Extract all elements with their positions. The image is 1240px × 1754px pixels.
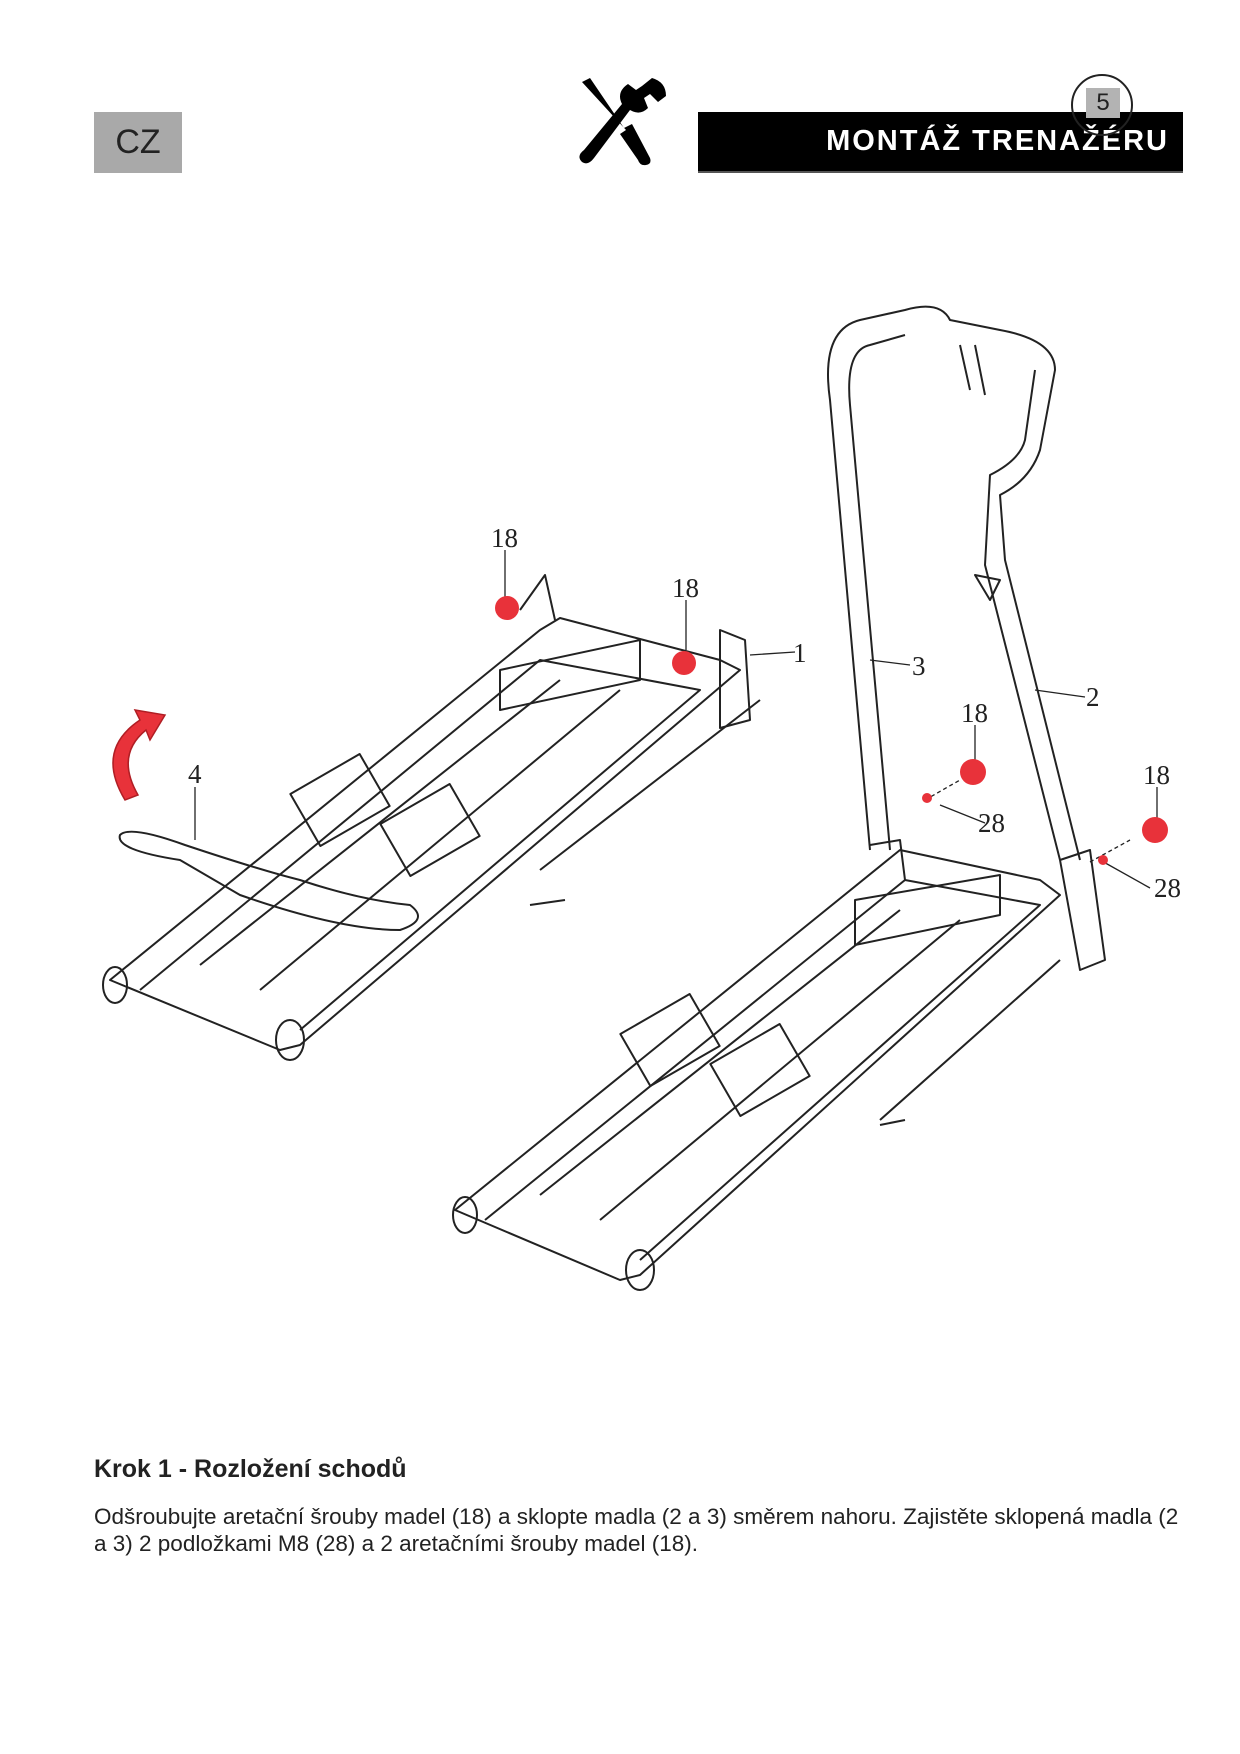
fold-up-arrow-icon (112, 709, 167, 801)
label-18: 18 (961, 698, 988, 728)
label-3: 3 (912, 651, 926, 681)
language-code: CZ (115, 123, 161, 161)
label-18: 18 (672, 573, 699, 603)
tools-icon (579, 78, 666, 166)
page-number-badge: 5 (1071, 74, 1133, 136)
screw-18-c (960, 759, 986, 785)
step-heading: Krok 1 - Rozložení schodů (94, 1455, 407, 1483)
label-1: 1 (793, 638, 807, 668)
washer-28-b (1098, 855, 1108, 865)
label-28: 28 (978, 808, 1005, 838)
page-number: 5 (1086, 88, 1120, 118)
screw-18-d (1142, 817, 1168, 843)
step-instructions: Odšroubujte aretační šrouby madel (18) a… (94, 1504, 1179, 1556)
folded-stepper-frame (102, 574, 761, 1061)
screw-18-a (495, 596, 519, 620)
washer-28-a (922, 793, 932, 803)
label-2: 2 (1086, 682, 1100, 712)
screw-18-b (672, 651, 696, 675)
label-28: 28 (1154, 873, 1181, 903)
label-18: 18 (1143, 760, 1170, 790)
label-18: 18 (491, 523, 518, 553)
label-4: 4 (188, 759, 202, 789)
unfolded-stepper-frame (452, 305, 1106, 1291)
assembly-illustration: 18 18 1 4 3 2 18 28 18 28 (102, 305, 1181, 1291)
language-badge: CZ (94, 112, 182, 173)
red-highlighted-parts (495, 596, 1168, 865)
